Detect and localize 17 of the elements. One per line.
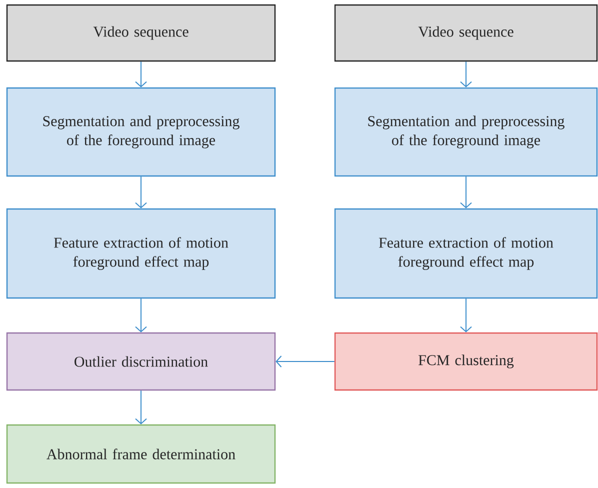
result-box: Abnormal frame determination	[6, 424, 276, 484]
start-box: Video sequence	[6, 4, 276, 62]
process-box: FCM clustering	[334, 332, 598, 391]
decision-box: Outlier discrimination	[6, 332, 276, 391]
arrow	[135, 176, 147, 208]
arrow	[460, 61, 472, 88]
arrow	[460, 298, 472, 332]
arrow	[276, 356, 335, 368]
arrow	[135, 390, 147, 424]
arrow	[135, 298, 147, 332]
arrow	[460, 176, 472, 208]
process-box: Segmentation and preprocessing of the foreground image	[334, 87, 598, 177]
process-box: Feature extraction of motion foreground effect map	[6, 208, 276, 299]
start-box: Video sequence	[334, 4, 598, 62]
process-box: Segmentation and preprocessing of the foreground image	[6, 87, 276, 177]
process-box: Feature extraction of motion foreground effect map	[334, 208, 598, 299]
arrow	[135, 61, 147, 88]
